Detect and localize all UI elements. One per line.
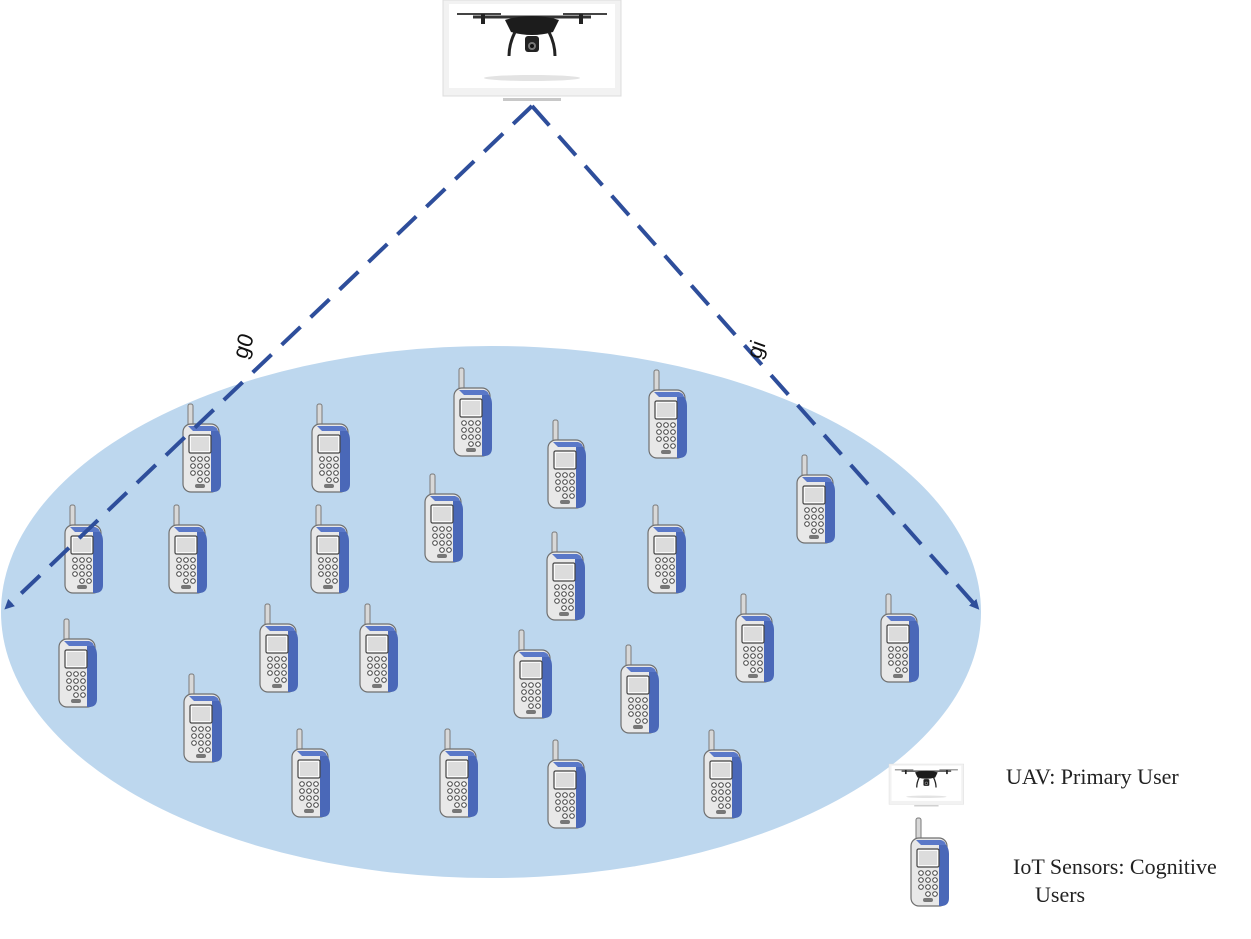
coverage-area [1,346,981,878]
legend-uav-label: UAV: Primary User [1006,764,1179,789]
legend-sensor-label: IoT Sensors: Cognitive Users [1013,853,1217,909]
link-left-dashed [4,104,534,610]
uav-drone-icon [441,0,623,103]
link-label-right: gi [741,337,770,362]
link-label-left: g0 [227,330,259,362]
legend-uav-icon [888,763,965,808]
link-right-dashed [530,104,980,610]
legend-sensor-label-line2: Users [1035,882,1086,907]
legend-sensor-icon [910,817,950,907]
legend-sensor-label-line1: IoT Sensors: Cognitive [1013,854,1217,879]
